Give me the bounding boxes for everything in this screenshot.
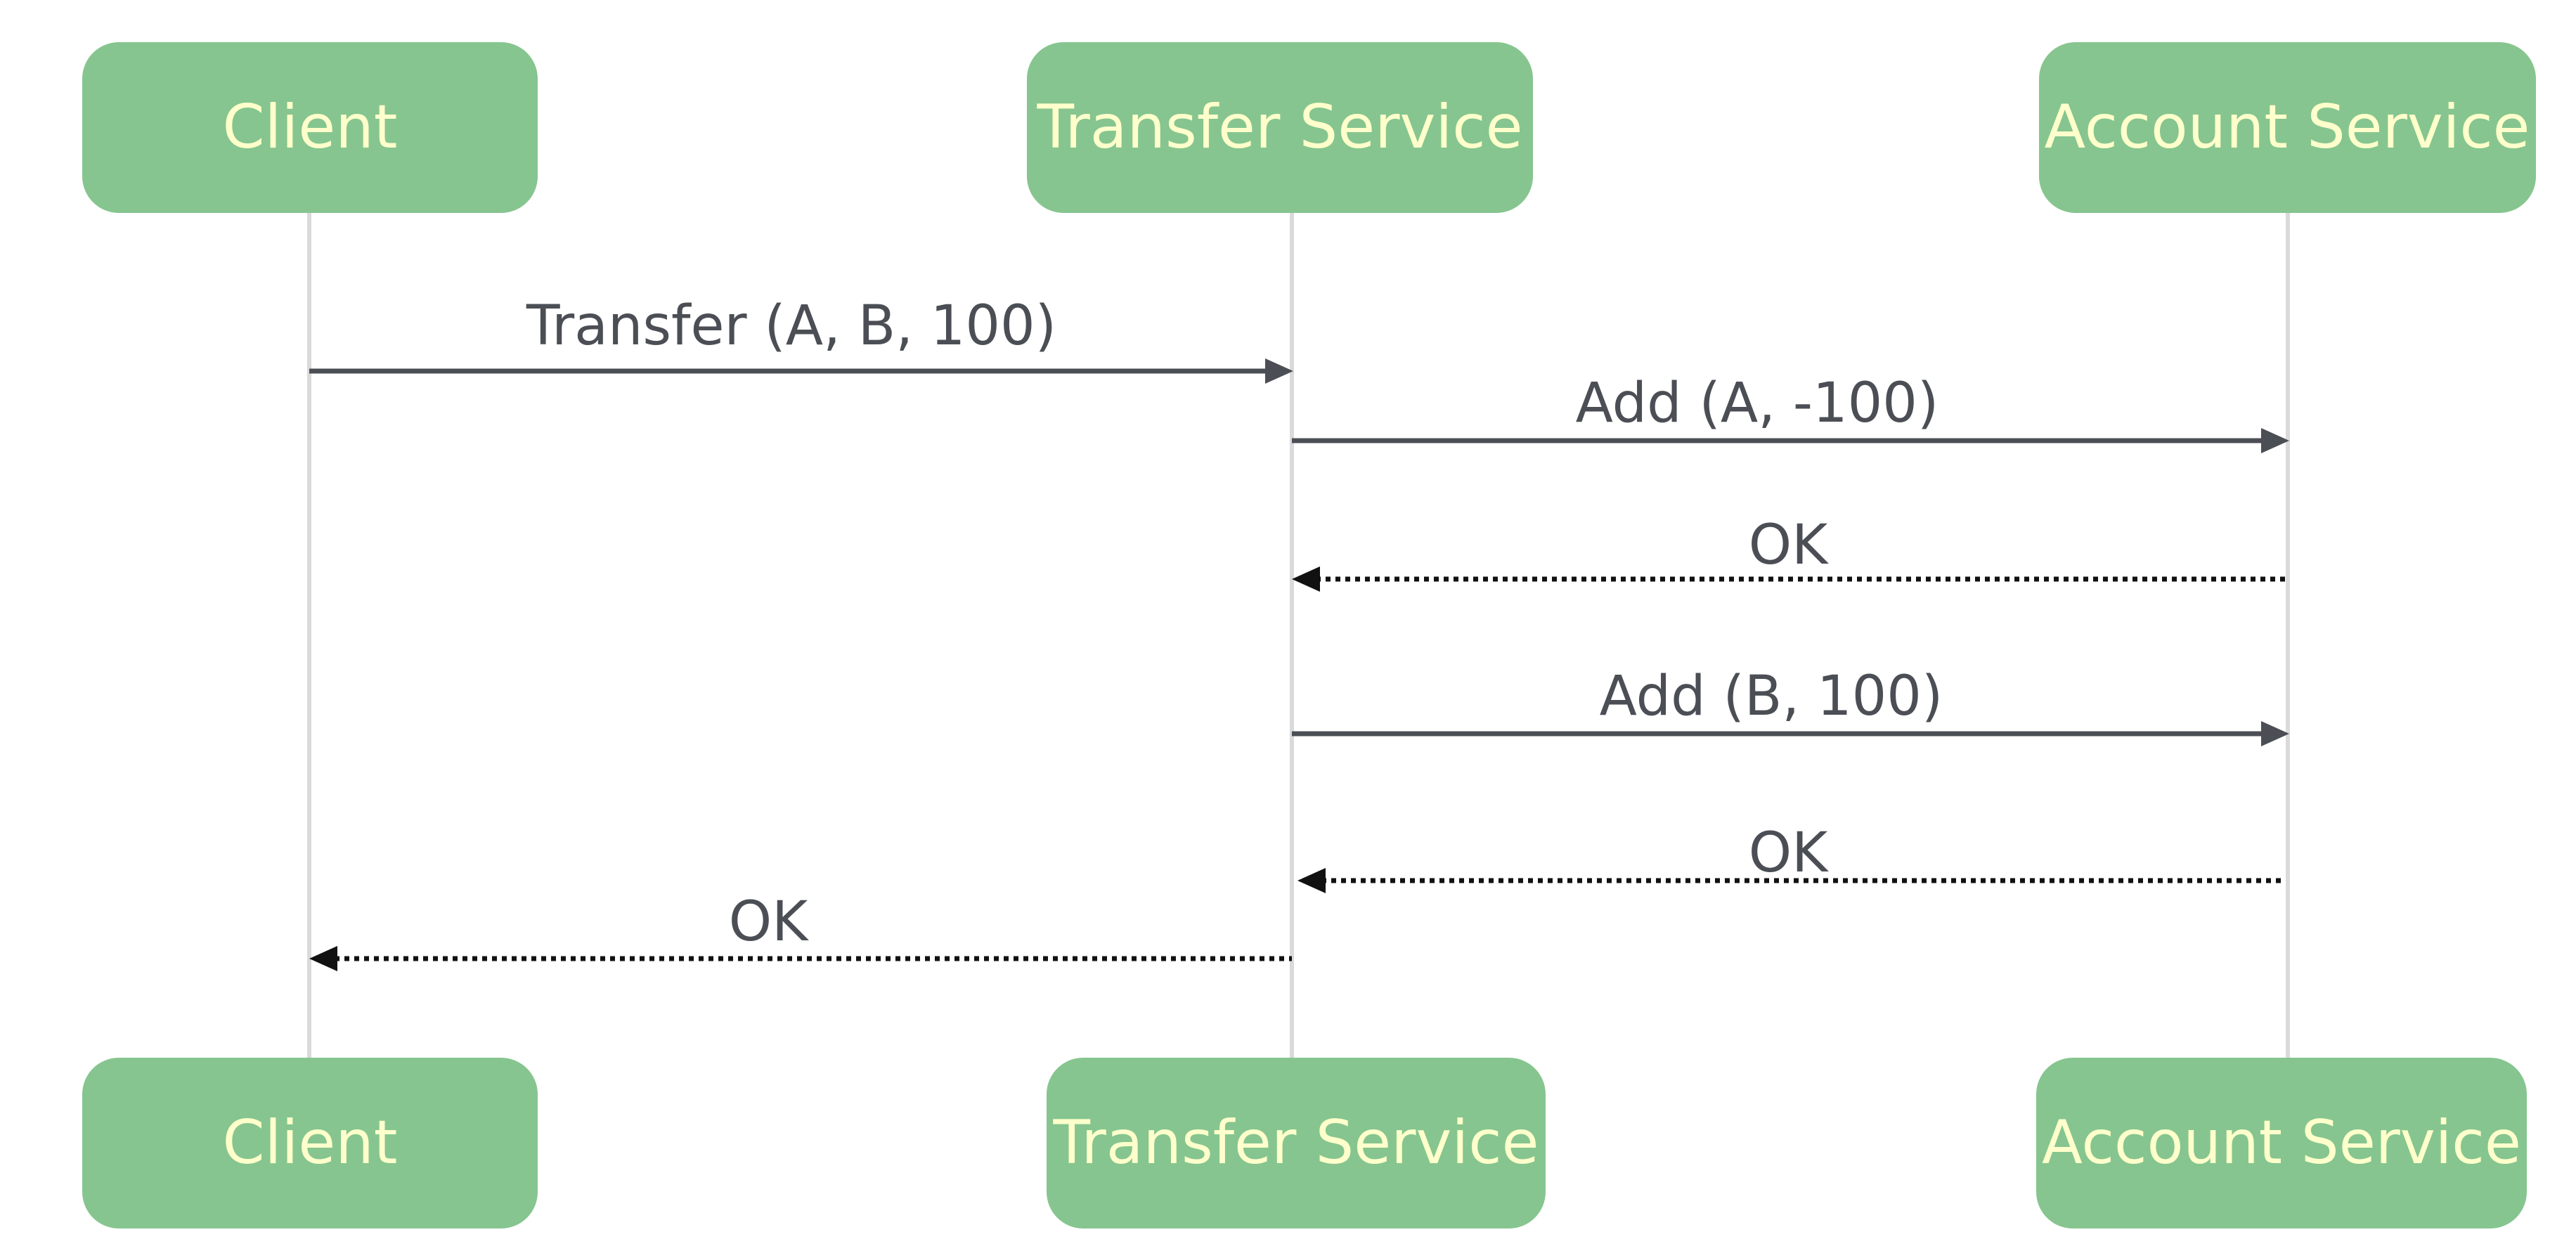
message-label: Add (A, -100) [1576, 372, 1939, 435]
participant-label: Client [223, 92, 398, 162]
message-label: Add (B, 100) [1600, 665, 1943, 728]
arrowhead-icon [2261, 428, 2289, 453]
participant-client-top: Client [82, 42, 538, 213]
message-add-a: Add (A, -100) [1292, 372, 2289, 453]
arrowhead-icon [309, 946, 337, 971]
participant-account-service-bottom: Account Service [2036, 1058, 2527, 1228]
participant-label: Client [223, 1108, 398, 1178]
arrowhead-icon [1265, 358, 1293, 384]
arrowhead-icon [1297, 868, 1326, 893]
message-label: OK [729, 890, 809, 954]
arrowhead-icon [2261, 721, 2289, 746]
participant-label: Account Service [2042, 1108, 2521, 1178]
participant-label: Transfer Service [1053, 1108, 1539, 1178]
message-reply-ok-1: OK [1292, 514, 2286, 592]
participant-account-service-top: Account Service [2039, 42, 2536, 213]
participant-label: Account Service [2045, 92, 2530, 162]
message-label: OK [1749, 514, 1829, 577]
message-reply-ok-3: OK [309, 890, 1292, 971]
message-reply-ok-2: OK [1297, 822, 2284, 893]
participant-transfer-service-top: Transfer Service [1027, 42, 1533, 213]
arrowhead-icon [1292, 566, 1320, 592]
participant-label: Transfer Service [1037, 92, 1523, 162]
message-label: Transfer (A, B, 100) [526, 294, 1056, 358]
participant-transfer-service-bottom: Transfer Service [1047, 1058, 1546, 1228]
message-add-b: Add (B, 100) [1292, 665, 2289, 746]
message-transfer-request: Transfer (A, B, 100) [309, 294, 1293, 384]
message-label: OK [1749, 822, 1829, 885]
participant-client-bottom: Client [82, 1058, 538, 1228]
